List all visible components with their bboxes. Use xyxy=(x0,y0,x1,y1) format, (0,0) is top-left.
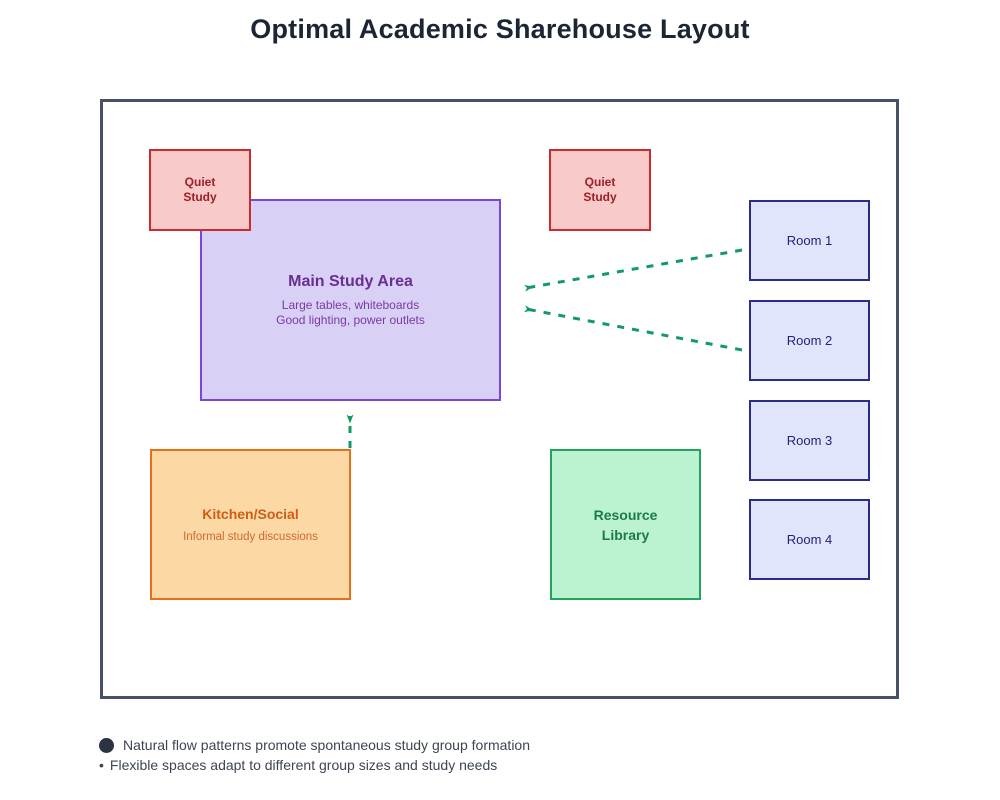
zone-description-line: Good lighting, power outlets xyxy=(276,312,425,327)
footnote-line-2: • Flexible spaces adapt to different gro… xyxy=(99,755,530,775)
zone-room-2: Room 2 xyxy=(749,300,870,381)
floorplan-outline xyxy=(100,99,899,699)
zone-title: Kitchen/Social xyxy=(202,506,299,522)
zone-quiet-study-2: Quiet Study xyxy=(549,149,651,231)
zone-label-line: Study xyxy=(183,190,217,204)
zone-title: Main Study Area xyxy=(288,272,413,290)
room-label: Room 1 xyxy=(786,233,833,248)
zone-description-line: Large tables, whiteboards xyxy=(281,297,420,312)
room-label: Room 2 xyxy=(786,333,833,348)
zone-quiet-study-1: Quiet Study xyxy=(149,149,251,231)
zone-room-1: Room 1 xyxy=(749,200,870,281)
room-label: Room 3 xyxy=(786,433,833,448)
zone-room-3: Room 3 xyxy=(749,400,870,481)
dark-circle-icon xyxy=(99,737,114,753)
zone-room-4: Room 4 xyxy=(749,499,870,580)
footnote-text: Flexible spaces adapt to different group… xyxy=(109,757,498,773)
page-title: Optimal Academic Sharehouse Layout xyxy=(250,14,750,44)
footnote-text: Natural flow patterns promote spontaneou… xyxy=(123,737,531,753)
zone-label-line: Quiet xyxy=(184,175,216,189)
zone-main-study-area: Main Study Area Large tables, whiteboard… xyxy=(200,199,501,401)
zone-kitchen-social: Kitchen/Social Informal study discussion… xyxy=(150,449,351,600)
footnotes: Natural flow patterns promote spontaneou… xyxy=(99,735,530,775)
zone-resource-library: Resource Library xyxy=(550,449,701,600)
zone-description-line: Informal study discussions xyxy=(183,531,318,543)
zone-label-line: Library xyxy=(601,526,650,543)
zone-label-line: Study xyxy=(583,190,617,204)
room-label: Room 4 xyxy=(786,532,833,547)
zone-label-line: Quiet xyxy=(584,175,616,189)
footnote-line-1: Natural flow patterns promote spontaneou… xyxy=(99,735,530,755)
bullet-icon: • xyxy=(99,757,104,773)
zone-label-line: Resource xyxy=(593,506,658,523)
